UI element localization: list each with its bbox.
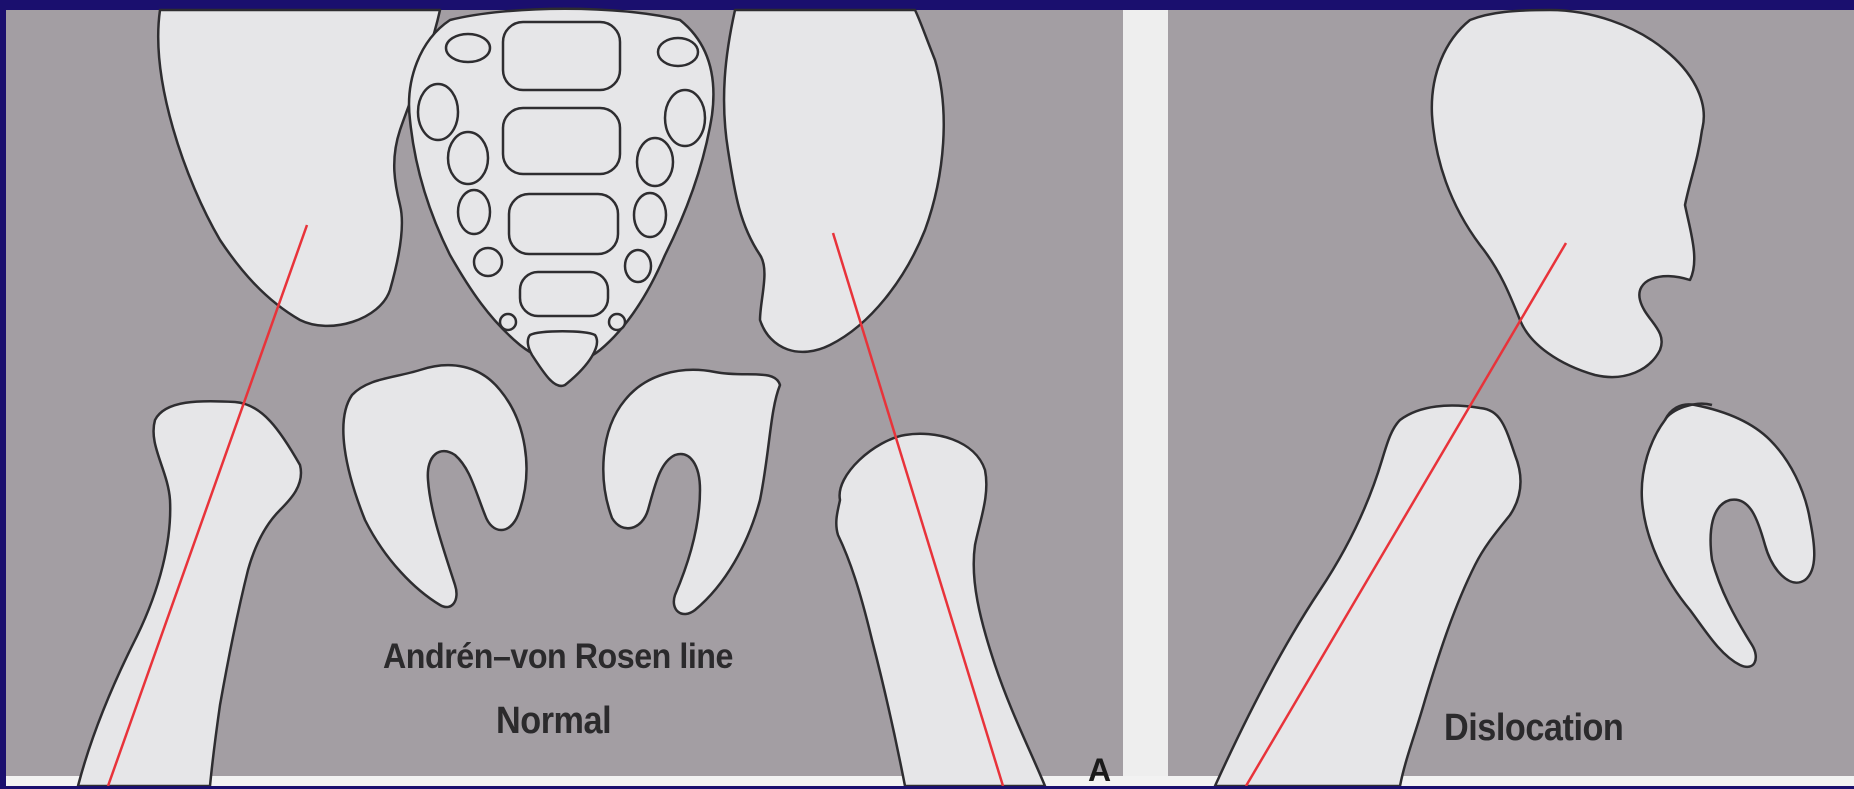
sacral-foramen-r5: [625, 250, 651, 282]
sacral-foramen-r2: [665, 90, 705, 146]
panel-letter: A: [1088, 752, 1111, 789]
panel-separator: [1123, 10, 1168, 786]
sacral-foramen-r6: [609, 314, 625, 330]
sacral-foramen-l2: [418, 84, 458, 140]
sacral-foramen-r4: [634, 193, 666, 237]
sacral-foramen-r3: [637, 138, 673, 186]
sacral-body-2: [503, 108, 620, 174]
sacral-body-1: [503, 22, 620, 90]
dislocation-caption: Dislocation: [1444, 707, 1623, 750]
sacral-body-3: [509, 194, 618, 254]
andren-von-rosen-caption: Andrén–von Rosen line: [383, 637, 733, 677]
sacral-foramen-l6: [500, 314, 516, 330]
normal-caption: Normal: [496, 700, 611, 743]
sacral-foramen-l1: [446, 34, 490, 62]
sacral-foramen-l3: [448, 132, 488, 184]
sacral-foramen-r1: [658, 38, 698, 66]
sacral-foramen-l4: [458, 190, 490, 234]
sacral-foramen-l5: [474, 248, 502, 276]
sacral-body-4: [520, 272, 608, 316]
